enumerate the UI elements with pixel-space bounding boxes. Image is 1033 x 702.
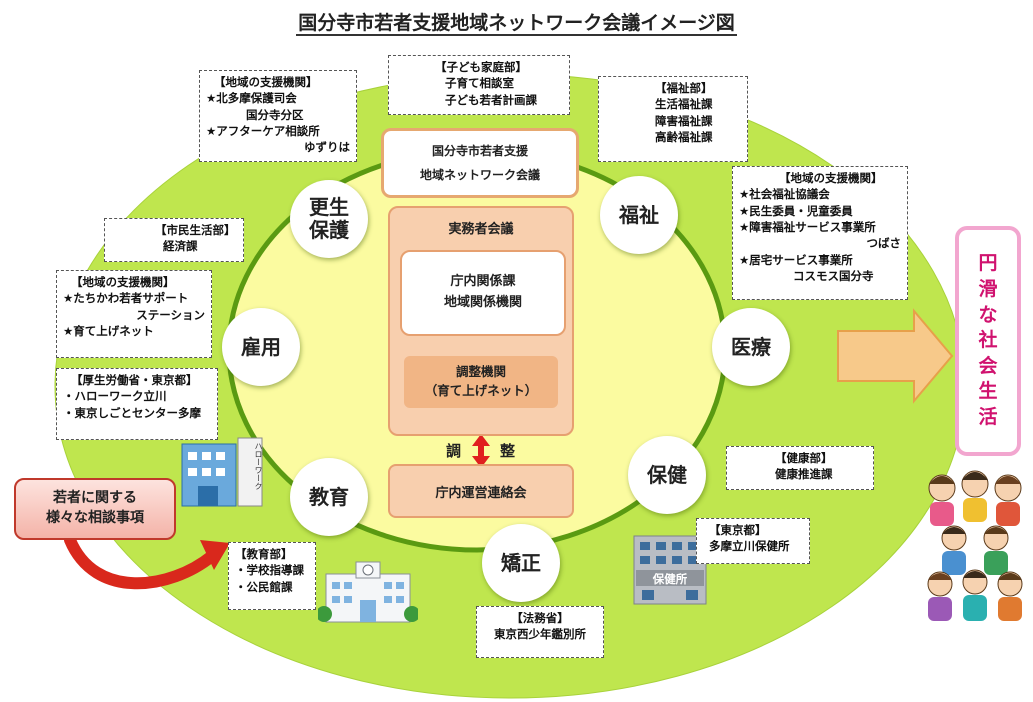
rehabilitation-line1: 更生 (309, 195, 349, 219)
people-group-illustration (927, 470, 1023, 621)
circle-employment: 雇用 (222, 308, 300, 386)
internal-liaison-box: 庁内運営連絡会 (388, 464, 574, 518)
rehabilitation-line2: 保護 (309, 218, 349, 242)
smooth-social-life-box: 円 滑 な 社 会 生 活 (955, 226, 1021, 456)
health-center-building-icon (633, 535, 707, 605)
adjust-label-left: 調 (446, 442, 462, 460)
working-meeting-title: 実務者会議 (448, 222, 514, 237)
related-sections-box: 庁内関係課 地域関係機関 (400, 250, 566, 336)
adjust-label-right: 整 (500, 442, 516, 460)
box-citizen-life: 【市民生活部】 経済課 (104, 218, 244, 262)
box-welfare-dept: 【福祉部】 生活福祉課 障害福祉課 高齢福祉課 (598, 76, 748, 162)
curved-arrow-icon (64, 534, 218, 590)
box-mhlw-tokyo: 【厚生労働省・東京都】 ・ハローワーク立川 ・東京しごとセンター多摩 (56, 368, 218, 440)
network-conference-line1: 国分寺市若者支援 (431, 144, 528, 158)
box-local-support-3: 【地域の支援機関】 ★たちかわ若者サポート ステーション ★育て上げネット (56, 270, 212, 358)
network-conference-box: 国分寺市若者支援 地域ネットワーク会議 (381, 128, 579, 198)
box-children-family: 【子ども家庭部】 子育て相談室 子ども若者計画課 (388, 55, 570, 115)
page-title: 国分寺市若者支援地域ネットワーク会議イメージ図 (296, 12, 737, 36)
hellowork-sign: ハローワーク (254, 442, 263, 490)
coordinating-org-line1: 調整機関 (455, 364, 506, 380)
circle-health: 保健 (628, 436, 706, 514)
consultation-line1: 若者に関する (53, 490, 137, 507)
network-conference-line2: 地域ネットワーク会議 (419, 168, 540, 182)
box-health-dept: 【健康部】 健康推進課 (726, 446, 874, 490)
box-education-dept: 【教育部】 ・学校指導課 ・公民館課 (228, 542, 316, 610)
consultation-box: 若者に関する 様々な相談事項 (14, 478, 176, 540)
circle-correction: 矯正 (482, 524, 560, 602)
circle-welfare: 福祉 (600, 176, 678, 254)
box-local-support-1: 【地域の支援機関】 ★北多摩保護司会 国分寺分区 ★アフターケア相談所 ゆずりは (199, 70, 357, 162)
coordinating-org-line2: （育て上げネット） (424, 383, 538, 398)
working-meeting-box: 実務者会議 庁内関係課 地域関係機関 調整機関 （育て上げネット） (388, 206, 574, 436)
health-center-sign: 保健所 (652, 572, 688, 586)
box-local-support-2: 【地域の支援機関】 ★社会福祉協議会 ★民生委員・児童委員 ★障害福祉サービス事… (732, 166, 908, 300)
box-justice-ministry: 【法務省】 東京西少年鑑別所 (476, 606, 604, 658)
right-arrow-icon (837, 308, 954, 404)
related-sections-line2: 地域関係機関 (443, 295, 522, 310)
hellowork-building-icon (181, 437, 263, 507)
circle-rehabilitation: 更生保護 (290, 180, 368, 258)
box-tokyo-metro: 【東京都】 多摩立川保健所 (696, 518, 810, 564)
consultation-line2: 様々な相談事項 (46, 510, 144, 526)
circle-education: 教育 (290, 458, 368, 536)
related-sections-line1: 庁内関係課 (450, 274, 516, 290)
updown-arrow-icon (472, 434, 490, 468)
school-building-icon (318, 561, 418, 623)
circle-medical: 医療 (712, 308, 790, 386)
coordinating-org-box: 調整機関 （育て上げネット） (404, 356, 558, 408)
